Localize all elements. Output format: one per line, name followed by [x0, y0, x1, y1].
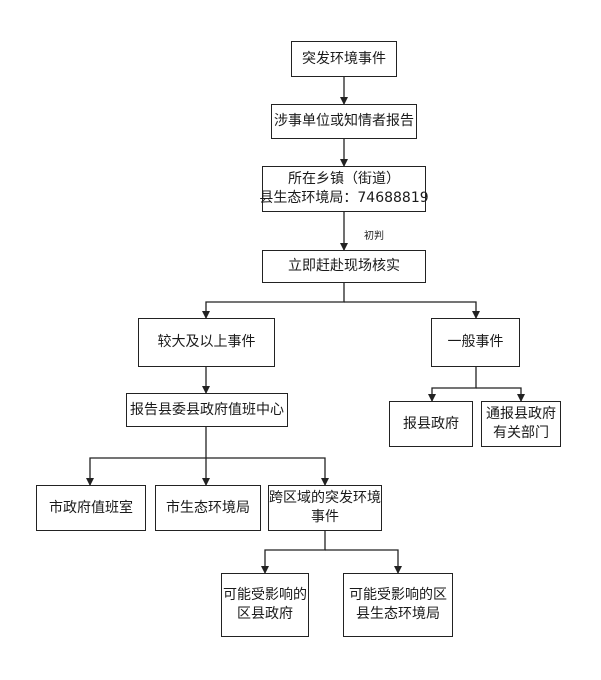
node-major-event: 较大及以上事件 [138, 318, 275, 367]
node-line: 较大及以上事件 [157, 334, 256, 350]
node-county-duty-center: 报告县委县政府值班中心 [126, 393, 288, 427]
node-line: 市政府值班室 [49, 499, 133, 516]
node-line: 所在乡镇（街道） [288, 171, 400, 187]
node-line: 可能受影响的 [223, 587, 307, 603]
node-reporter-report: 涉事单位或知情者报告 [271, 104, 417, 139]
edge-n4-split [202, 283, 345, 319]
node-city-eco-bureau: 市生态环境局 [155, 485, 261, 531]
node-line: 有关部门 [493, 425, 549, 441]
node-line: 突发环境事件 [302, 50, 386, 67]
edge-label-initial-judgment: 初判 [364, 231, 384, 242]
node-township-and-bureau: 所在乡镇（街道） 县生态环境局：74688819 [259, 166, 429, 212]
node-line: 事件 [311, 509, 339, 525]
node-line: 报县政府 [403, 415, 459, 432]
node-line: 一般事件 [447, 334, 504, 350]
node-cross-region-event: 跨区域的突发环境 事件 [268, 485, 382, 531]
node-line: 通报县政府 [486, 406, 556, 422]
edge-n7-n12 [206, 457, 329, 486]
node-line: 立即赶赴现场核实 [288, 258, 400, 274]
edge-n7-n10 [86, 427, 207, 486]
edge-n12-n14 [325, 549, 402, 574]
node-onsite-verification: 立即赶赴现场核实 [262, 250, 426, 283]
node-line: 报告县委县政府值班中心 [130, 401, 284, 418]
node-affected-district-eco-bureau: 可能受影响的区 县生态环境局 [343, 573, 453, 637]
node-line: 可能受影响的区 [349, 587, 447, 603]
node-line: 涉事单位或知情者报告 [274, 113, 414, 129]
node-affected-district-government: 可能受影响的 区县政府 [221, 573, 309, 637]
edge-n6-n9 [476, 387, 525, 402]
node-report-county-government: 报县政府 [389, 401, 473, 447]
node-notify-county-departments: 通报县政府 有关部门 [481, 401, 561, 447]
node-line: 区县政府 [237, 606, 293, 622]
node-city-duty-office: 市政府值班室 [36, 485, 146, 531]
edge-n12-n13 [261, 531, 326, 574]
node-line: 跨区域的突发环境 [269, 490, 381, 506]
node-general-event: 一般事件 [431, 318, 520, 367]
node-line: 县生态环境局：74688819 [259, 190, 429, 206]
edge-n6-n8 [428, 367, 477, 402]
node-emergency-event: 突发环境事件 [291, 41, 397, 77]
node-line: 县生态环境局 [356, 606, 440, 622]
edge-n4-n6 [344, 301, 480, 319]
node-line: 市生态环境局 [166, 499, 250, 516]
